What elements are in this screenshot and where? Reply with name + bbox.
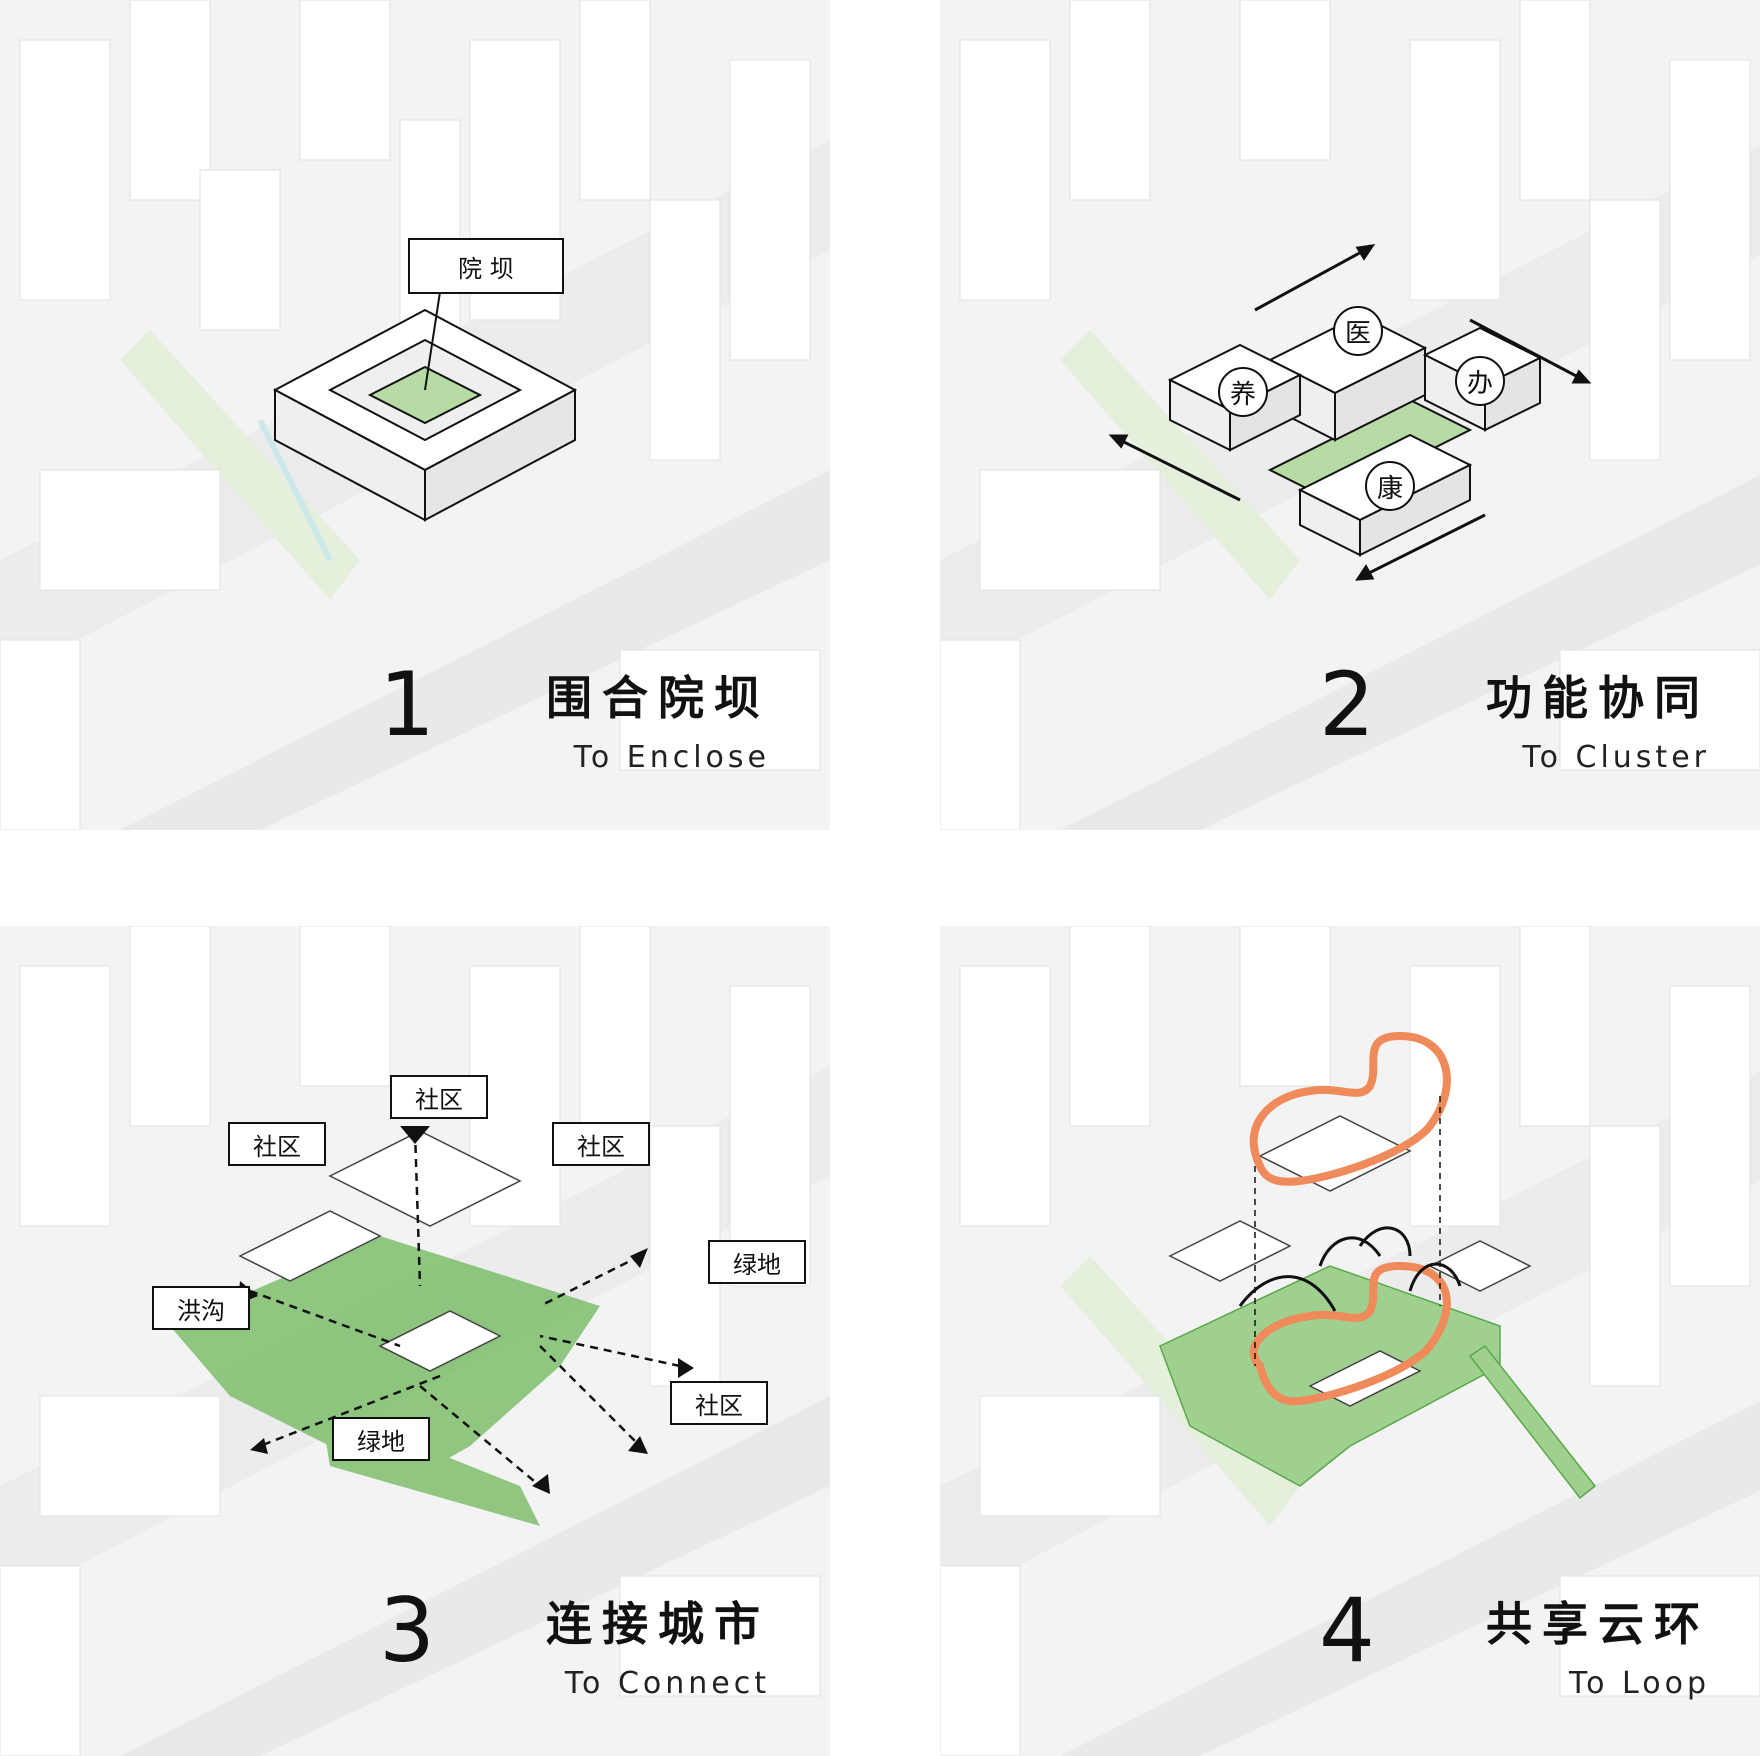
step-title-zh: 共享云环 bbox=[1486, 1597, 1710, 1651]
health-function-label: 康 bbox=[1365, 461, 1415, 511]
step-title-zh: 围合院坝 bbox=[546, 671, 770, 725]
step-number: 1 bbox=[379, 653, 435, 756]
medical-function-label: 医 bbox=[1333, 306, 1383, 356]
greenspace-label-east: 绿地 bbox=[708, 1240, 806, 1284]
site-buildings bbox=[238, 1130, 522, 1372]
step-title-en: To Connect bbox=[564, 1666, 770, 1701]
caption-3: 3 连接城市 To Connect bbox=[250, 1586, 770, 1716]
isometric-site-scene bbox=[940, 926, 1760, 1756]
isometric-site-scene bbox=[0, 0, 830, 830]
community-label-north: 社区 bbox=[390, 1075, 488, 1119]
projection-lines bbox=[1254, 1096, 1441, 1366]
isometric-site-scene bbox=[0, 926, 830, 1756]
step-number: 4 bbox=[1319, 1579, 1375, 1682]
community-label-northeast: 社区 bbox=[552, 1122, 650, 1166]
panel-connect: 社区 社区 社区 绿地 洪沟 社区 绿地 3 连接城市 To Connect bbox=[0, 926, 830, 1756]
direction-arrows bbox=[1108, 244, 1592, 581]
office-function-label: 办 bbox=[1455, 356, 1505, 406]
panel-enclose: 院 坝 1 围合院坝 To Enclose bbox=[0, 0, 830, 830]
caption-1: 1 围合院坝 To Enclose bbox=[250, 660, 770, 790]
ditch-label: 洪沟 bbox=[152, 1286, 250, 1330]
panel-loop: 4 共享云环 To Loop bbox=[940, 926, 1760, 1756]
step-title-en: To Loop bbox=[1568, 1666, 1710, 1701]
greenspace-label-south: 绿地 bbox=[332, 1417, 430, 1461]
elderly-care-function-label: 养 bbox=[1218, 367, 1268, 417]
step-number: 2 bbox=[1319, 653, 1375, 756]
community-label-west: 社区 bbox=[228, 1122, 326, 1166]
elevated-loop bbox=[1249, 1032, 1451, 1406]
step-title-en: To Cluster bbox=[1522, 740, 1710, 775]
caption-4: 4 共享云环 To Loop bbox=[1190, 1586, 1710, 1716]
site-buildings bbox=[1168, 1115, 1532, 1407]
step-title-zh: 连接城市 bbox=[546, 1597, 770, 1651]
flow-arrows bbox=[1238, 1226, 1462, 1312]
caption-2: 2 功能协同 To Cluster bbox=[1190, 660, 1710, 790]
connection-paths bbox=[249, 1130, 681, 1487]
courtyard-label: 院 坝 bbox=[408, 238, 564, 294]
panel-cluster: 医 养 办 康 2 功能协同 To Cluster bbox=[940, 0, 1760, 830]
step-number: 3 bbox=[379, 1579, 435, 1682]
step-title-zh: 功能协同 bbox=[1486, 671, 1710, 725]
community-label-southeast: 社区 bbox=[670, 1381, 768, 1425]
step-title-en: To Enclose bbox=[573, 740, 770, 775]
